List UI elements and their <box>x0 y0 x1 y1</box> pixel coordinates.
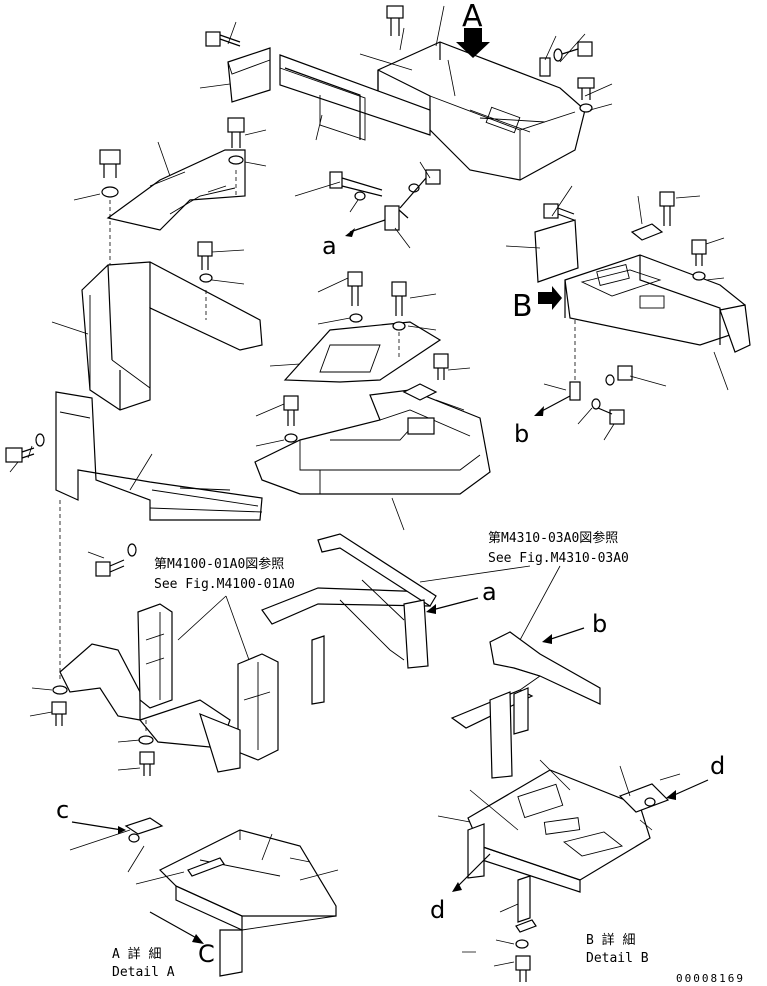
connector-label-c: c <box>56 796 69 824</box>
connector-label-b-mid: b <box>592 610 607 638</box>
reference-m4310-en: See Fig.M4310-03A0 <box>488 551 629 566</box>
bolt-top-center <box>386 5 404 36</box>
center-right-frame <box>254 353 491 531</box>
view-label-b: B <box>512 289 533 324</box>
left-lower-frame <box>5 391 263 521</box>
reference-m4310-jp: 第M4310-03A0図参照 <box>488 530 618 546</box>
top-cover-assembly: A <box>199 0 613 181</box>
view-arrow-a <box>456 28 490 58</box>
side-bolt <box>87 543 137 577</box>
right-cover-assembly: B b <box>505 185 751 448</box>
left-frame <box>51 241 263 411</box>
center-stand: a <box>261 533 497 705</box>
connector-label-a-top: a <box>322 232 337 260</box>
view-label-a: A <box>462 0 483 34</box>
connector-label-d-left: d <box>430 896 445 924</box>
view-label-c: C <box>198 940 215 968</box>
drawing-number: 00008169 <box>676 972 745 985</box>
center-floor-plate <box>269 271 442 383</box>
bolt-right-1 <box>539 41 593 77</box>
detail-a-drawing: c C <box>56 796 339 977</box>
bolt-right-2 <box>577 77 595 113</box>
right-stand: b <box>450 610 607 779</box>
reference-m4100-en: See Fig.M4100-01A0 <box>154 577 295 592</box>
detail-a-caption-en: Detail A <box>112 965 175 980</box>
detail-b-caption-en: Detail B <box>586 951 649 966</box>
bolt-top-left <box>205 31 241 47</box>
connector-label-a-mid: a <box>482 578 497 606</box>
detail-a-caption-jp: A 詳 細 <box>112 946 161 962</box>
connector-label-d-right: d <box>710 752 725 780</box>
bracket-a-group: a <box>294 161 441 260</box>
view-arrow-b <box>538 286 562 310</box>
left-stand <box>29 500 279 776</box>
reference-m4100-jp: 第M4100-01A0図参照 <box>154 556 284 572</box>
detail-b-drawing: d d <box>430 752 725 982</box>
detail-b-caption-jp: B 詳 細 <box>586 932 635 948</box>
connector-label-b-top: b <box>514 420 529 448</box>
